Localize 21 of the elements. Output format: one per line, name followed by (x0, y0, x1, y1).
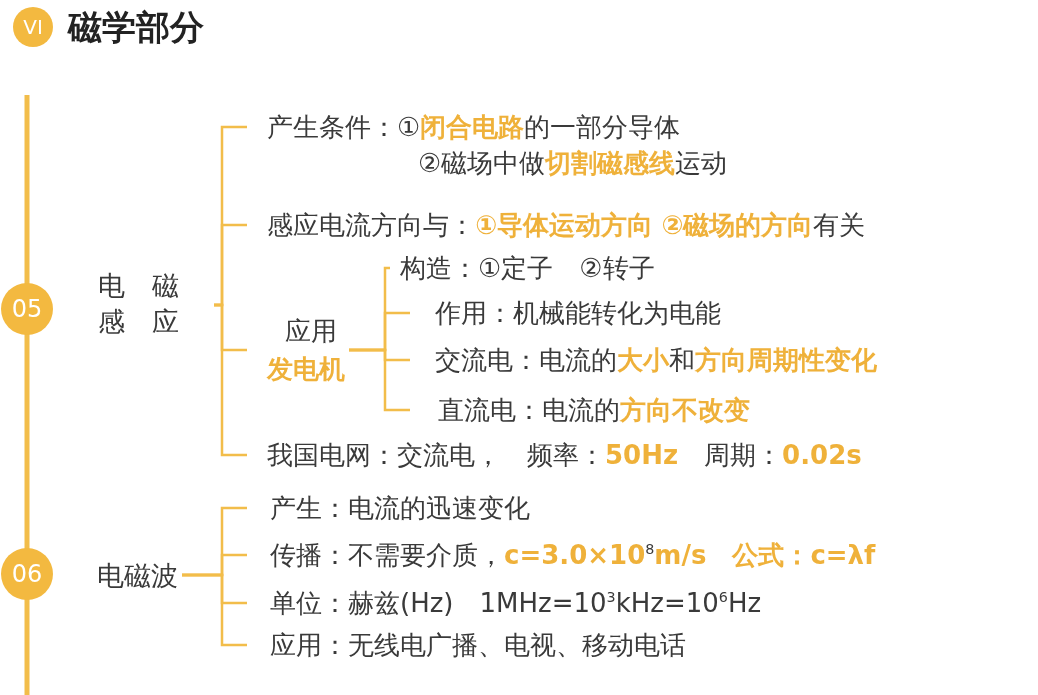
bracket-line (182, 573, 247, 647)
number-circle: VI (13, 7, 53, 47)
bracket-line (349, 348, 410, 412)
branch-text: 构造：①定子 ②转子 (390, 250, 655, 286)
topic-label: 电磁感应 (98, 268, 210, 340)
branch-text: 产生：电流的迅速变化 (247, 490, 530, 526)
topic-label: 应用 发电机 (247, 312, 345, 388)
branch-text: 单位：赫兹(Hz) 1MHz=10$^{3}$kHz=10$^{6}$Hz (247, 585, 762, 621)
branch-text: 交流电：电流的大小和方向周期性变化 (410, 342, 877, 378)
bracket-line (214, 303, 247, 457)
branch-text: 我国电网：交流电， 频率：50Hz 周期：0.02s (247, 437, 862, 473)
number-circle: 06 (1, 548, 53, 600)
branch-text: 传播：不需要介质，c=3.0×10$^{8}$m/s 公式：c=λf (247, 537, 876, 573)
branch-text: 产生条件：①闭合电路的一部分导体 ②磁场中做切割磁感线运动 (247, 109, 728, 181)
title: 磁学部分 (68, 6, 204, 49)
branch-text: 直流电：电流的方向不改变 (410, 392, 750, 428)
branch-text: 作用：机械能转化为电能 (410, 295, 721, 331)
branch-text: 感应电流方向与：①导体运动方向 ②磁场的方向有关 (247, 207, 866, 243)
topic-label: 电磁波 (97, 557, 178, 595)
branch-text: 应用：无线电广播、电视、移动电话 (247, 627, 686, 663)
number-circle: 05 (1, 283, 53, 335)
